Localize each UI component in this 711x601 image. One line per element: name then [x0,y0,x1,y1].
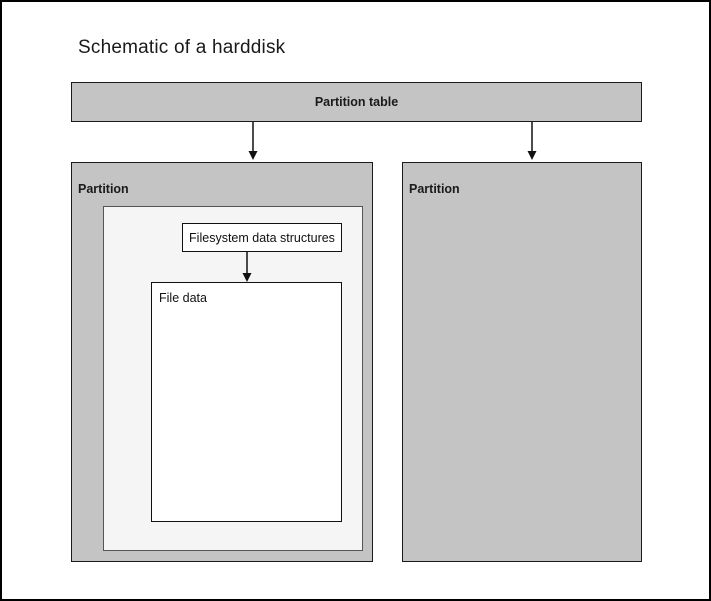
partition-right-box: Partition [402,162,642,562]
filesystem-data-structures-label: Filesystem data structures [189,230,335,245]
partition-table-box: Partition table [71,82,642,122]
file-data-label: File data [159,291,207,305]
filesystem-data-structures-box: Filesystem data structures [182,223,342,252]
partition-table-label: Partition table [314,95,399,109]
arrow-down-icon [527,122,537,160]
partition-right-label: Partition [409,182,460,196]
arrow-down-icon [242,252,252,282]
page-title: Schematic of a harddisk [78,37,286,58]
file-data-box: File data [151,282,342,522]
arrow-down-icon [248,122,258,160]
partition-left-label: Partition [78,182,129,196]
